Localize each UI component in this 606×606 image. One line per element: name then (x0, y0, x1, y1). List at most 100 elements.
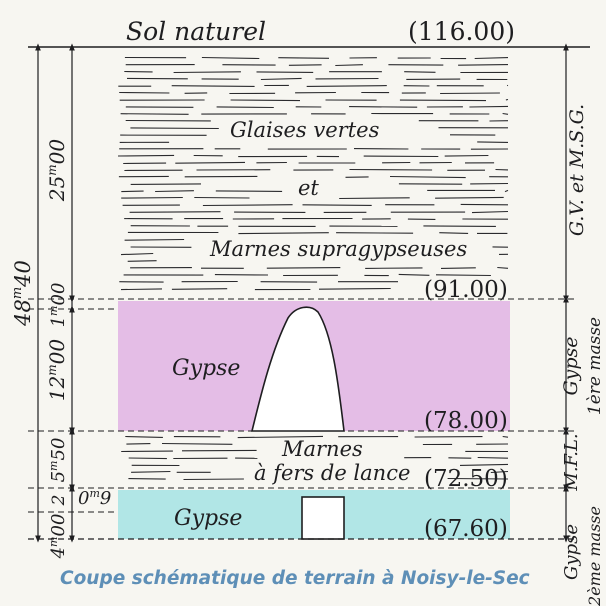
hatch-line (130, 127, 219, 130)
hatch-line (183, 478, 244, 481)
hatch-line (471, 210, 509, 214)
clay-label-line3: Marnes supragypseuses (209, 237, 467, 261)
hatch-line (336, 232, 414, 234)
gypsum-pillar-shape (250, 306, 345, 432)
hatch-line (389, 175, 466, 179)
right-label-gypse1: Gypse (560, 336, 582, 395)
hatch-line (230, 99, 301, 102)
svg-text:Gypse: Gypse (561, 524, 582, 580)
elevation-91: (91.00) (424, 277, 508, 303)
hatch-line (128, 457, 167, 460)
hatch-line (444, 154, 489, 157)
elevation-67-60: (67.60) (424, 516, 508, 542)
hatch-line (256, 71, 314, 73)
dim-0-9: 0m9 (78, 487, 111, 509)
hatch-line (124, 238, 185, 241)
hatch-line (161, 442, 233, 445)
hatch-line (458, 64, 509, 66)
hatch-line (339, 197, 410, 200)
hatch-line (278, 57, 330, 59)
hatch-line (502, 112, 509, 115)
hatch-line (171, 288, 228, 290)
svg-text:1ère masse: 1ère masse (585, 317, 605, 415)
marl-label-line2: à fers de lance (254, 461, 410, 485)
figure-caption: Coupe schématique de terrain à Noisy-le-… (60, 568, 530, 589)
hatch-line (128, 478, 166, 480)
hatch-line (477, 456, 509, 459)
dim-25: 25m00 (45, 139, 69, 203)
hatch-line (120, 113, 189, 115)
hatch-line (459, 463, 509, 466)
hatch-line (477, 141, 509, 143)
hatch-line (447, 477, 509, 480)
hatch-line (288, 64, 322, 66)
hatch-line (404, 71, 436, 73)
hatch-line (237, 435, 324, 439)
hatch-line (469, 105, 509, 108)
hatch-line (194, 196, 250, 199)
hatch-line (175, 161, 246, 164)
hatch-line (121, 190, 144, 193)
hatch-line (266, 267, 341, 269)
hatch-line (504, 189, 509, 193)
hatch-line (502, 435, 509, 438)
dim-4: 4m00 (47, 514, 69, 560)
svg-text:G.V. et M.S.G.: G.V. et M.S.G. (566, 104, 588, 236)
gypsum1-label: Gypse (172, 356, 240, 381)
left-dimension-lines (35, 43, 75, 543)
hatch-line (497, 266, 509, 269)
clay-hatching (117, 56, 509, 291)
hatch-line (439, 232, 469, 234)
hatch-line (306, 85, 387, 87)
clay-label-line2: et (298, 176, 319, 200)
svg-text:M.F.L.: M.F.L. (561, 433, 582, 491)
dim-1: 1m00 (47, 283, 69, 328)
hatch-line (130, 183, 202, 185)
svg-text:5m50: 5m50 (47, 438, 69, 483)
dim-2: 2 (49, 495, 69, 507)
hatch-line (435, 274, 491, 277)
hatch-line (490, 470, 509, 474)
hatch-line (126, 443, 151, 445)
gypsum2-label: Gypse (174, 506, 242, 531)
gypsum-block-shape (301, 496, 345, 540)
svg-text:48m40: 48m40 (10, 260, 35, 327)
dim-total: 48m40 (10, 260, 35, 327)
hatch-line (117, 154, 175, 157)
hatch-line (171, 85, 255, 87)
elevation-78: (78.00) (424, 408, 508, 434)
hatch-line (201, 56, 260, 60)
marl-label-line1: Marnes (281, 437, 363, 461)
hatch-line (121, 196, 183, 199)
hatch-line (318, 287, 391, 290)
hatch-line (119, 91, 170, 94)
svg-text:2ème masse: 2ème masse (585, 506, 604, 606)
hatch-line (120, 288, 163, 291)
right-label-gypse2: Gypse (561, 524, 582, 580)
right-label-gv: G.V. et M.S.G. (566, 104, 588, 236)
svg-text:12m00: 12m00 (45, 339, 69, 402)
hatch-line (474, 57, 509, 60)
hatch-line (349, 106, 418, 108)
svg-text:2: 2 (49, 495, 69, 507)
hatch-line (440, 92, 500, 95)
hatch-line (131, 470, 171, 473)
right-label-mfl: M.F.L. (561, 433, 582, 491)
hatch-line (365, 267, 423, 269)
hatch-line (302, 204, 372, 206)
hatch-line (435, 196, 504, 199)
hatch-line (129, 211, 221, 213)
svg-text:1m00: 1m00 (47, 283, 69, 328)
ground-label: Sol naturel (126, 17, 266, 46)
hatch-line (238, 232, 329, 235)
svg-text:4m00: 4m00 (47, 514, 69, 560)
hatch-line (423, 225, 496, 227)
hatch-line (127, 260, 157, 262)
hatch-line (216, 106, 274, 109)
svg-text:Gypse: Gypse (560, 336, 582, 395)
hatch-line (335, 64, 363, 67)
hatch-line (120, 252, 154, 256)
hatch-line (173, 71, 241, 74)
